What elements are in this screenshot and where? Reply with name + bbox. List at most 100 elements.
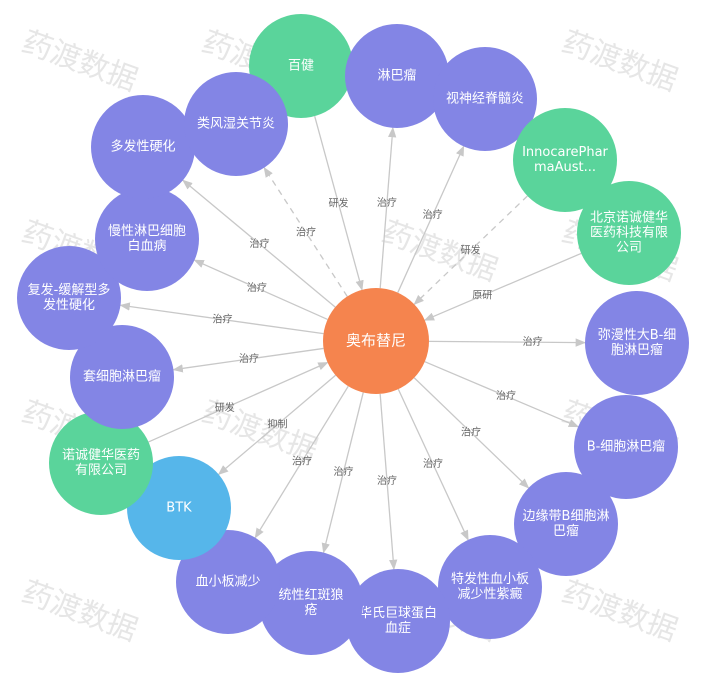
edge-label-lymphoma: 治疗 <box>377 196 397 209</box>
node-circle-rrms[interactable] <box>17 246 121 350</box>
edge-label-innocare: 研发 <box>461 244 481 257</box>
edge-nmosd <box>397 145 465 293</box>
edge-bcl <box>424 361 580 428</box>
edge-lymphoma <box>379 126 397 289</box>
node-lymphoma[interactable]: 淋巴瘤 <box>345 24 449 128</box>
node-circle-mcl[interactable] <box>70 325 174 429</box>
edge-label-ms: 治疗 <box>250 237 270 250</box>
node-circle-wm[interactable] <box>346 569 450 673</box>
edge-label-wm: 治疗 <box>377 474 397 487</box>
node-circle-mzl[interactable] <box>514 472 618 576</box>
node-label-innocare: InnocarePhar <box>522 145 608 160</box>
node-label-nmosd: 视神经脊髓炎 <box>446 92 524 107</box>
edge-label-sle: 治疗 <box>334 465 354 478</box>
node-label-innocare: maAust... <box>534 160 596 175</box>
watermark-text: 药渡数据 <box>17 575 142 649</box>
node-circle-innocare[interactable] <box>513 108 617 212</box>
node-circle-sle[interactable] <box>259 551 363 655</box>
edge-layer: 研发治疗治疗研发原研治疗治疗治疗治疗治疗治疗治疗抑制研发治疗治疗治疗治疗治疗 <box>119 115 587 571</box>
node-dlbcl[interactable]: 弥漫性大B-细胞淋巴瘤 <box>585 291 689 395</box>
node-label-dlbcl: 胞淋巴瘤 <box>611 342 663 358</box>
edge-label-bcl: 治疗 <box>496 389 516 402</box>
node-circle-bcl[interactable] <box>574 395 678 499</box>
node-label-rrms: 复发-缓解型多 <box>28 282 111 298</box>
node-bcl[interactable]: B-细胞淋巴瘤 <box>574 395 678 499</box>
node-circle-bj_nuocheng[interactable] <box>577 181 681 285</box>
edge-label-thrombo: 治疗 <box>292 455 312 468</box>
node-label-lymphoma: 淋巴瘤 <box>377 68 416 84</box>
node-thrombo[interactable]: 血小板减少 <box>176 530 280 634</box>
node-label-rrms: 发性硬化 <box>43 297 95 313</box>
edge-label-bj_nuocheng: 原研 <box>472 290 492 302</box>
node-label-baijian: 百健 <box>288 59 314 74</box>
edge-label-cll: 治疗 <box>247 281 267 294</box>
node-circle-thrombo[interactable] <box>176 530 280 634</box>
edge-baijian <box>314 115 364 291</box>
node-circle-ms[interactable] <box>91 95 195 199</box>
edge-label-baijian: 研发 <box>329 197 349 210</box>
node-label-cll: 慢性淋巴细胞 <box>108 223 186 239</box>
center-node[interactable]: 奥布替尼 <box>323 288 429 394</box>
edge-mcl <box>172 347 324 373</box>
edge-label-mzl: 治疗 <box>461 426 481 439</box>
edge-sle <box>321 392 364 554</box>
edge-label-dlbcl: 治疗 <box>523 335 543 348</box>
node-mcl[interactable]: 套细胞淋巴瘤 <box>70 325 174 429</box>
node-label-bj_nuocheng: 公司 <box>616 241 642 256</box>
edge-mzl <box>413 377 530 489</box>
edge-bj_nuocheng <box>423 252 582 321</box>
watermark-text: 药渡数据 <box>377 215 502 289</box>
node-circle-dlbcl[interactable] <box>585 291 689 395</box>
node-circle-cll[interactable] <box>95 187 199 291</box>
node-label-btk: BTK <box>166 501 192 516</box>
node-label-thrombo: 血小板减少 <box>195 575 260 590</box>
watermark-text: 药渡数据 <box>557 575 682 649</box>
edge-label-nmosd: 治疗 <box>423 208 443 221</box>
edge-rrms <box>119 302 324 335</box>
edge-label-nuocheng: 研发 <box>215 401 235 414</box>
node-circle-nmosd[interactable] <box>433 47 537 151</box>
node-nmosd[interactable]: 视神经脊髓炎 <box>433 47 537 151</box>
edge-btk <box>217 374 336 476</box>
edge-label-ra: 治疗 <box>296 226 316 239</box>
edge-thrombo <box>254 385 349 539</box>
edge-label-rrms: 治疗 <box>213 313 233 326</box>
node-ra[interactable]: 类风湿关节炎 <box>184 72 288 176</box>
edge-label-itp: 治疗 <box>423 457 443 470</box>
watermark-text: 药渡数据 <box>557 25 682 99</box>
node-label-bj_nuocheng: 医药科技有限 <box>590 226 668 241</box>
node-circle-lymphoma[interactable] <box>345 24 449 128</box>
edge-dlbcl <box>428 338 587 347</box>
node-circle-nuocheng[interactable] <box>49 411 153 515</box>
node-label-sle: 统性红斑狼 <box>278 587 343 603</box>
node-label-mzl: 巴瘤 <box>553 523 579 539</box>
node-circle-itp[interactable] <box>438 535 542 639</box>
node-label-mcl: 套细胞淋巴瘤 <box>83 369 161 385</box>
center-node-circle[interactable] <box>323 288 429 394</box>
node-label-dlbcl: 弥漫性大B-细 <box>598 327 677 343</box>
node-innocare[interactable]: InnocarePharmaAust... <box>513 108 617 212</box>
node-label-bcl: B-细胞淋巴瘤 <box>587 439 666 455</box>
node-label-bj_nuocheng: 北京诺诚健华 <box>590 211 668 226</box>
node-circle-ra[interactable] <box>184 72 288 176</box>
node-btk[interactable]: BTK <box>127 456 231 560</box>
edge-label-btk: 抑制 <box>268 418 288 431</box>
node-label-ra: 类风湿关节炎 <box>197 117 275 132</box>
edge-nuocheng <box>148 361 329 443</box>
node-label-nuocheng: 诺诚健华医药 <box>62 448 140 463</box>
node-circle-btk[interactable] <box>127 456 231 560</box>
node-ms[interactable]: 多发性硬化 <box>91 95 195 199</box>
node-label-nuocheng: 有限公司 <box>75 463 127 478</box>
node-label-wm: 血症 <box>385 621 411 636</box>
node-label-wm: 华氏巨球蛋白 <box>359 605 437 621</box>
